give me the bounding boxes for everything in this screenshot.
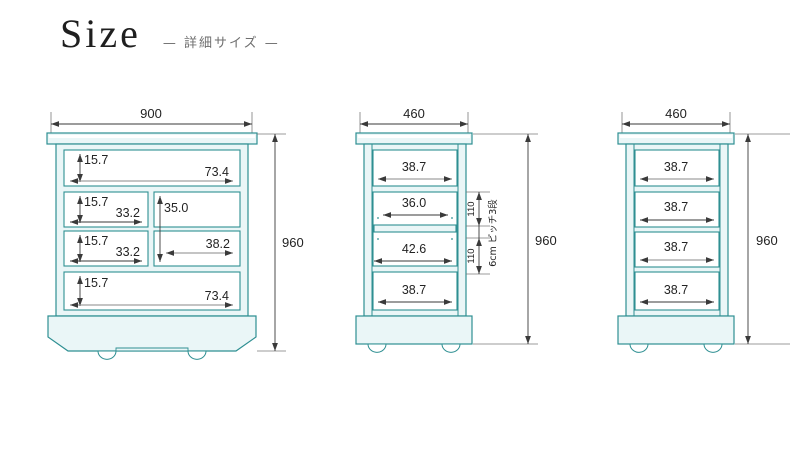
dimension-b3: 38.7: [640, 240, 714, 263]
dimension-height-960-b: 960: [735, 133, 790, 345]
dimension-height-960: 960: [257, 133, 304, 352]
foot-left: [97, 350, 117, 360]
cabinet-body-side-a: [355, 132, 473, 353]
top-cap: [46, 132, 258, 145]
dimension-width-900: 900: [50, 106, 253, 134]
dimension-a4: 38.7: [378, 283, 452, 305]
label-height-960-b: 960: [756, 233, 778, 248]
dimension-b2: 38.7: [640, 200, 714, 223]
dimension-width-460-b: 460: [621, 106, 731, 134]
label-b1-width: 38.7: [664, 160, 688, 174]
label-a2-width: 36.0: [402, 196, 426, 210]
label-b2-width: 38.7: [664, 200, 688, 214]
view-side-b: 460 38.7 38.7 38.7: [617, 106, 790, 353]
foot-b-right: [703, 343, 723, 353]
foot-b-left: [629, 343, 649, 353]
label-width-460-a: 460: [403, 106, 425, 121]
dimension-r1: 15.7 73.4: [70, 153, 233, 184]
label-r3-right-width: 38.2: [206, 237, 230, 251]
label-r4-width: 73.4: [205, 289, 229, 303]
label-b4-width: 38.7: [664, 283, 688, 297]
dimension-a1: 38.7: [378, 160, 452, 182]
label-a4-width: 38.7: [402, 283, 426, 297]
label-r3-width: 33.2: [116, 245, 140, 259]
label-width-460-b: 460: [665, 106, 687, 121]
label-a1-width: 38.7: [402, 160, 426, 174]
label-pitch-upper: 110: [466, 201, 477, 216]
label-width-900: 900: [140, 106, 162, 121]
base-b: [617, 315, 735, 345]
dimension-r4: 15.7 73.4: [70, 276, 233, 308]
foot-right: [187, 350, 207, 360]
top-cap-b: [617, 132, 735, 145]
label-a3-width: 42.6: [402, 242, 426, 256]
label-r1-width: 73.4: [205, 165, 229, 179]
label-r2-right-depth: 35.0: [164, 201, 188, 215]
view-side-a: 460 38.7 36.0: [355, 106, 557, 353]
dimension-r3: 15.7 33.2 38.2: [70, 234, 233, 264]
dimension-r2: 15.7 33.2 35.0: [70, 195, 188, 262]
drawer-r2-right: [153, 191, 241, 228]
label-r2-width: 33.2: [116, 206, 140, 220]
label-height-960: 960: [282, 235, 304, 250]
label-r4-depth: 15.7: [84, 276, 108, 290]
page-title: Size: [60, 11, 141, 56]
dimension-a2: 36.0: [383, 196, 448, 218]
page-header: Size — 詳細サイズ —: [60, 14, 280, 54]
dimension-height-960-a: 960: [473, 133, 557, 345]
base-a: [355, 315, 473, 345]
label-r2-depth: 15.7: [84, 195, 108, 209]
label-b3-width: 38.7: [664, 240, 688, 254]
label-height-960-a: 960: [535, 233, 557, 248]
base-plinth: [47, 315, 257, 352]
dimension-a3: 42.6: [374, 242, 452, 264]
dimension-b1: 38.7: [640, 160, 714, 182]
label-pitch-lower: 110: [466, 248, 477, 263]
pitch-ladder: 110 110 6cm ピッチ3段: [466, 191, 499, 275]
view-front: 900 15: [46, 106, 304, 360]
label-r1-depth: 15.7: [84, 153, 108, 167]
label-pitch-note: 6cm ピッチ3段: [487, 199, 499, 267]
page-subtitle: — 詳細サイズ —: [162, 36, 280, 51]
dimension-width-460-a: 460: [359, 106, 469, 134]
label-r3-depth: 15.7: [84, 234, 108, 248]
drawer-r3-right: [153, 230, 241, 267]
divider-bar-a: [373, 224, 457, 233]
top-cap-a: [355, 132, 473, 145]
dimension-b4: 38.7: [640, 283, 714, 305]
foot-a-right: [441, 343, 461, 353]
foot-a-left: [367, 343, 387, 353]
